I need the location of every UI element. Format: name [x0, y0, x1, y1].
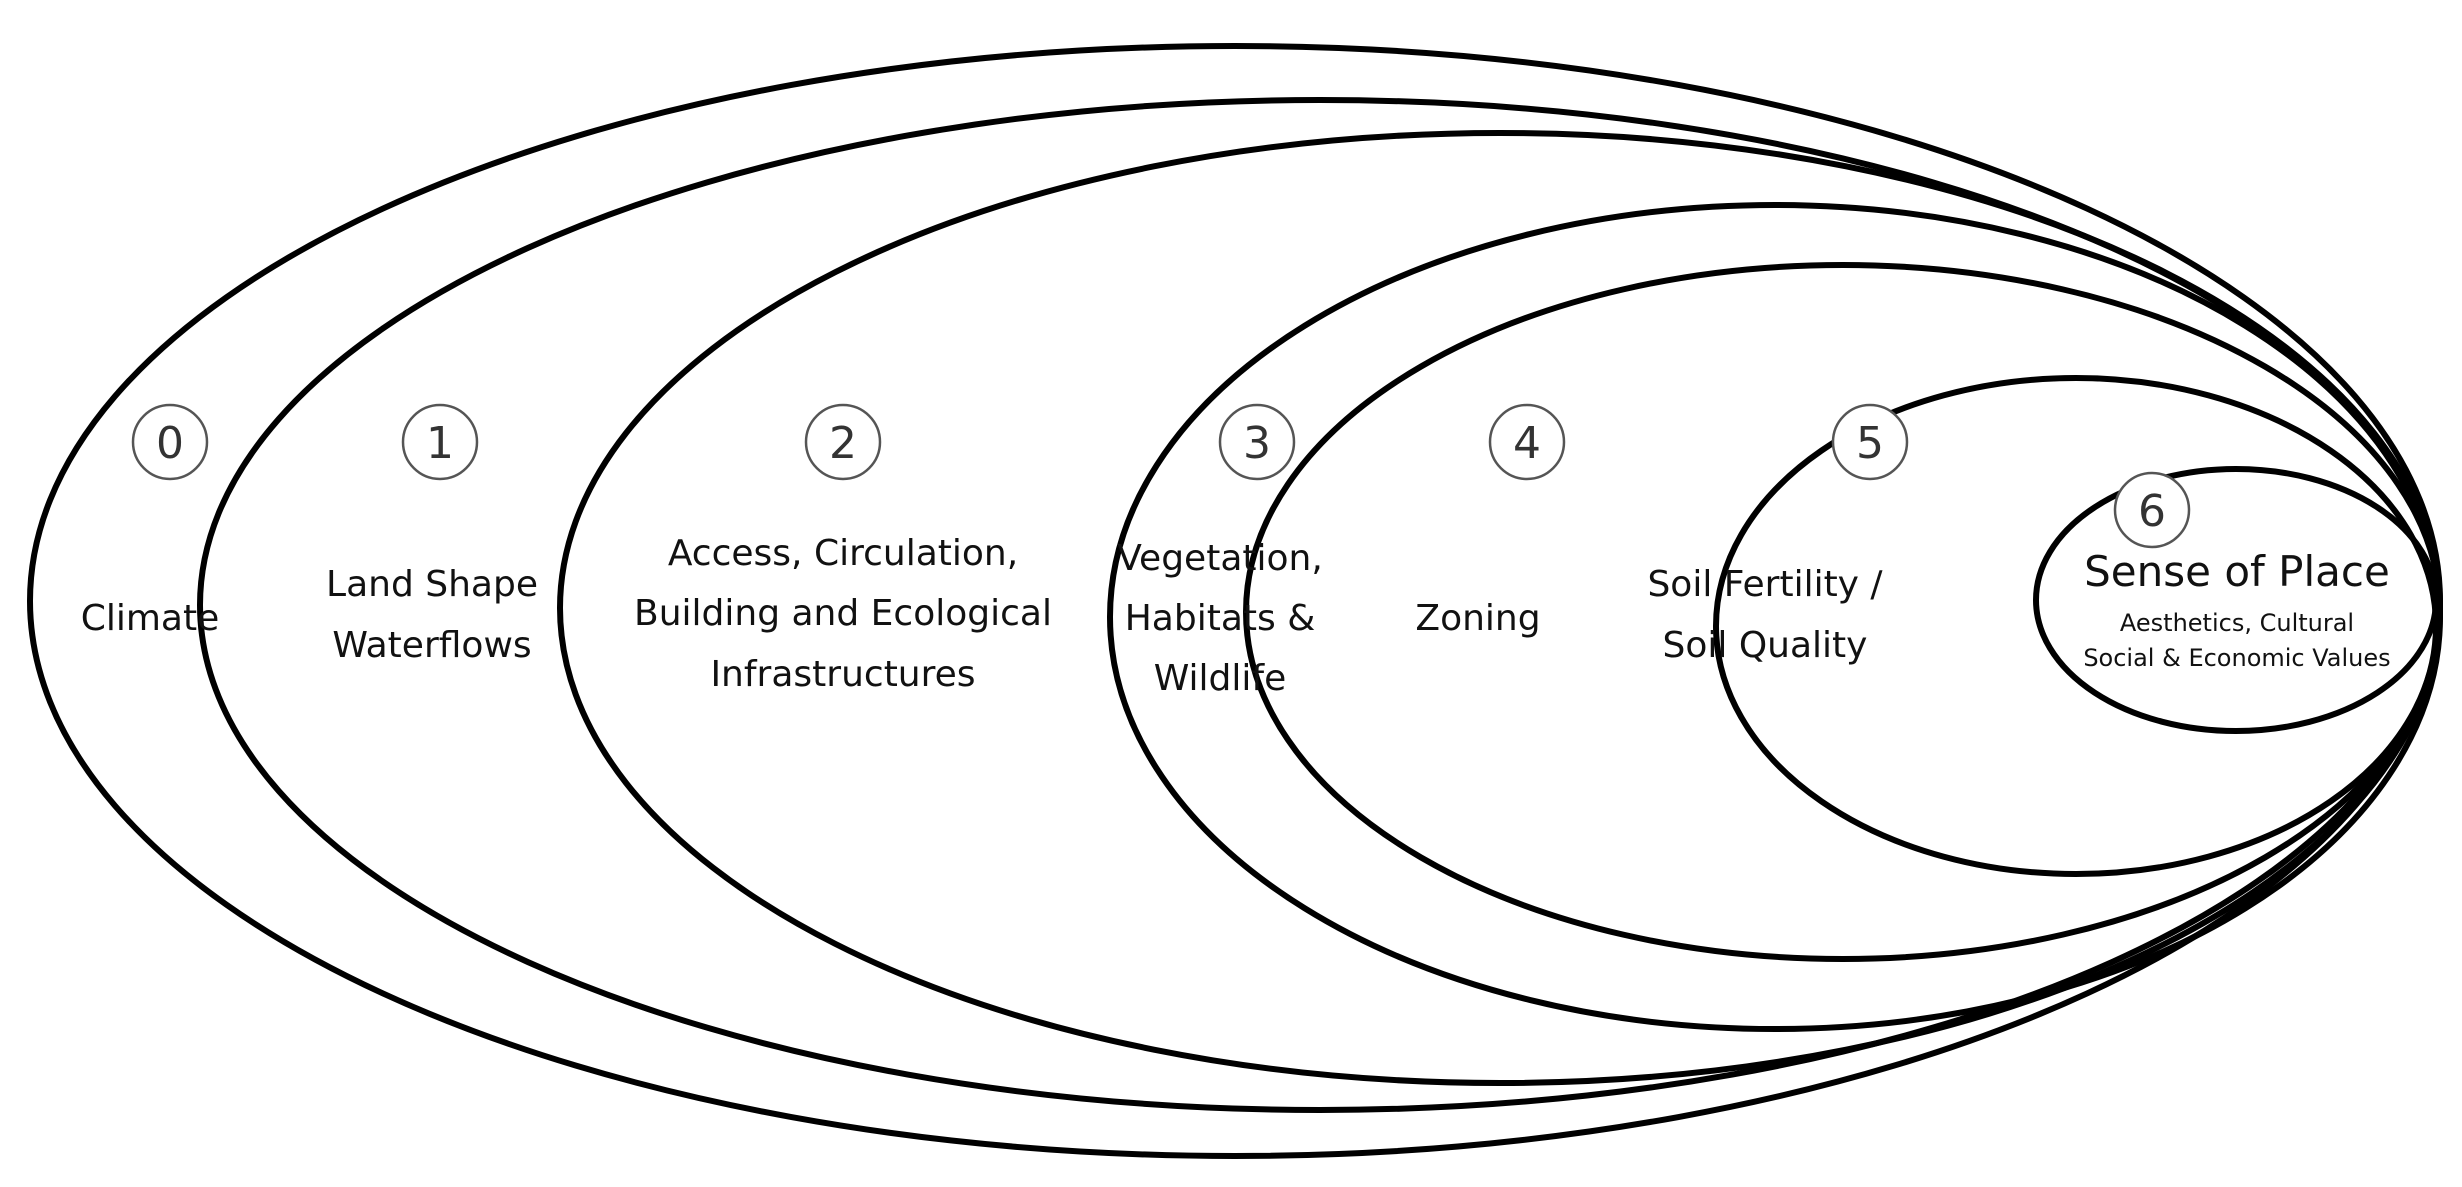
label-sense-of-place: Sense of Place — [2084, 547, 2390, 596]
number-1: 1 — [426, 418, 454, 469]
layer-0: 0 Climate — [81, 403, 220, 639]
ring-5 — [1713, 375, 2439, 877]
number-circle-3 — [1218, 403, 1296, 481]
layer-3: 3 Vegetation, Habitats & Wildlife — [1117, 403, 1323, 699]
layer-5: 5 Soil Fertility / Soil Quality — [1647, 403, 1909, 666]
layer-4: 4 Zoning — [1415, 403, 1566, 639]
ring-6 — [2033, 466, 2439, 734]
label-zoning: Zoning — [1415, 598, 1540, 639]
label-habitats: Habitats & — [1125, 598, 1316, 639]
label-infrastructures: Infrastructures — [710, 654, 975, 695]
number-circle-2 — [804, 403, 882, 481]
label-access-circulation: Access, Circulation, — [668, 533, 1018, 574]
layer-2: 2 Access, Circulation, Building and Ecol… — [634, 403, 1052, 695]
number-0: 0 — [156, 418, 184, 469]
number-circle-1 — [401, 403, 479, 481]
number-5: 5 — [1856, 418, 1884, 469]
layer-6: 6 Sense of Place Aesthetics, Cultural So… — [2083, 471, 2391, 672]
number-4: 4 — [1513, 418, 1541, 469]
label-waterflows: Waterflows — [332, 625, 531, 666]
label-land-shape: Land Shape — [326, 564, 538, 605]
label-building-ecological: Building and Ecological — [634, 593, 1052, 634]
number-circle-6 — [2113, 471, 2191, 549]
layer-1: 1 Land Shape Waterflows — [326, 403, 538, 666]
number-6: 6 — [2138, 486, 2166, 537]
number-circle-0 — [131, 403, 209, 481]
label-aesthetics-cultural: Aesthetics, Cultural — [2120, 609, 2354, 637]
number-2: 2 — [829, 418, 857, 469]
label-social-economic-values: Social & Economic Values — [2083, 644, 2390, 672]
ring-4 — [1243, 262, 2443, 962]
label-soil-fertility: Soil Fertility / — [1647, 564, 1883, 605]
label-wildlife: Wildlife — [1154, 658, 1287, 699]
ring-1 — [197, 97, 2443, 1113]
label-soil-quality: Soil Quality — [1663, 625, 1868, 666]
number-circle-5 — [1831, 403, 1909, 481]
number-circle-4 — [1488, 403, 1566, 481]
label-vegetation: Vegetation, — [1117, 538, 1323, 579]
number-3: 3 — [1243, 418, 1271, 469]
label-climate: Climate — [81, 598, 220, 639]
